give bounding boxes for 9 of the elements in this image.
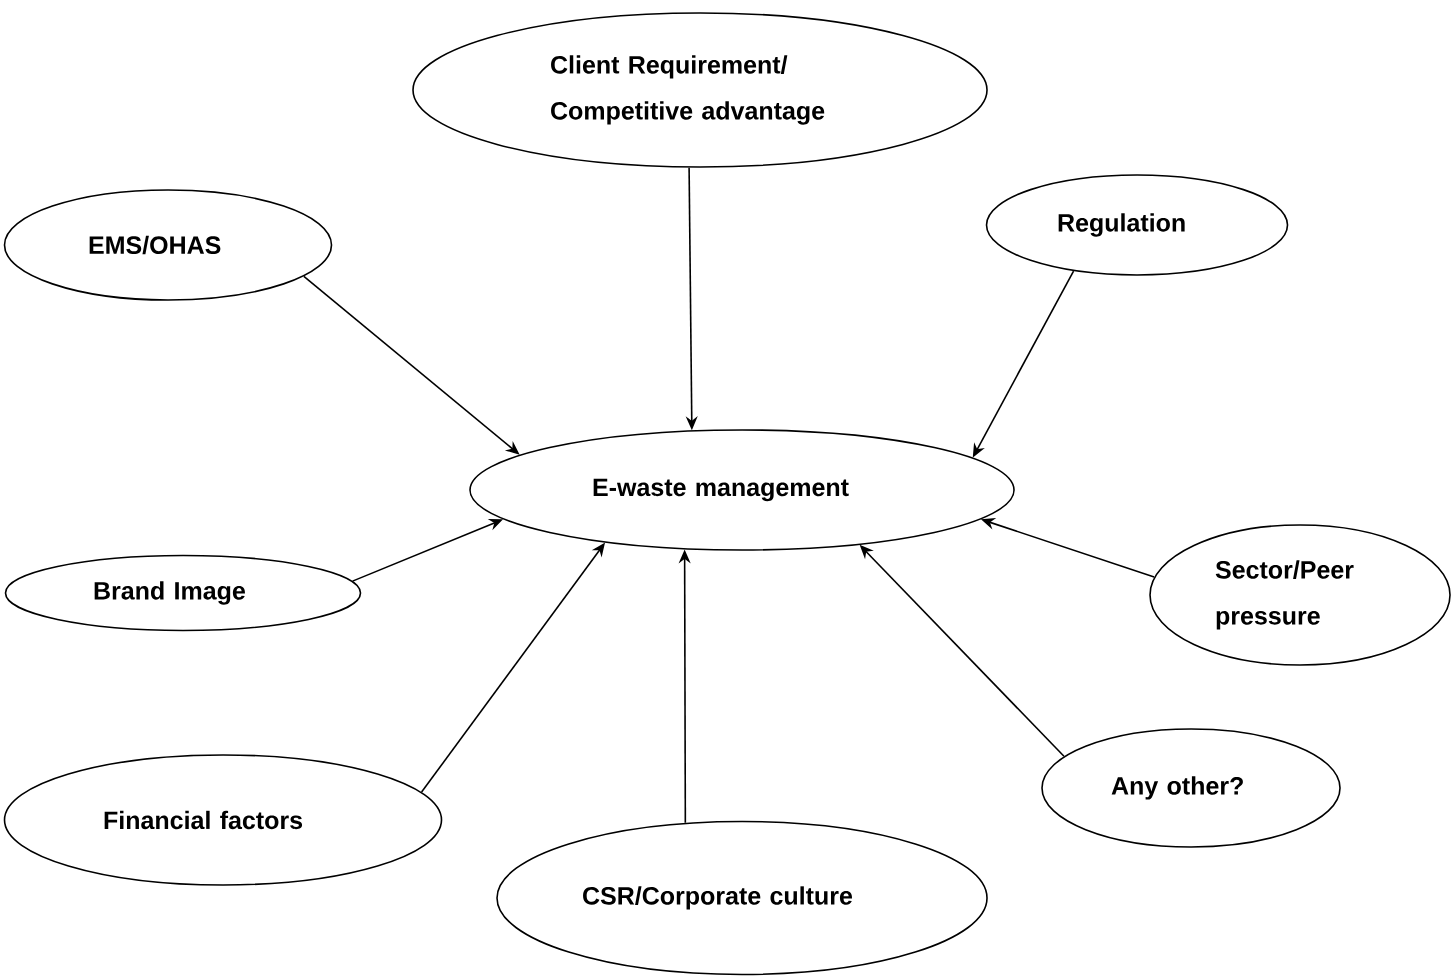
ellipse-node: Financial factors (3, 754, 443, 886)
ellipse-node: Client Requirement/ Competitive advantage (412, 12, 988, 168)
ellipse-node: CSR/Corporate culture (496, 820, 988, 976)
ellipse-node: Any other? (1041, 728, 1341, 848)
ellipse-node: Brand Image (4, 554, 362, 632)
ellipse-node: EMS/OHAS (3, 189, 333, 301)
ellipse-node: E-waste management (469, 429, 1015, 551)
ellipse-node: Sector/Peer pressure (1149, 524, 1451, 666)
ellipse-node: Regulation (985, 174, 1289, 276)
